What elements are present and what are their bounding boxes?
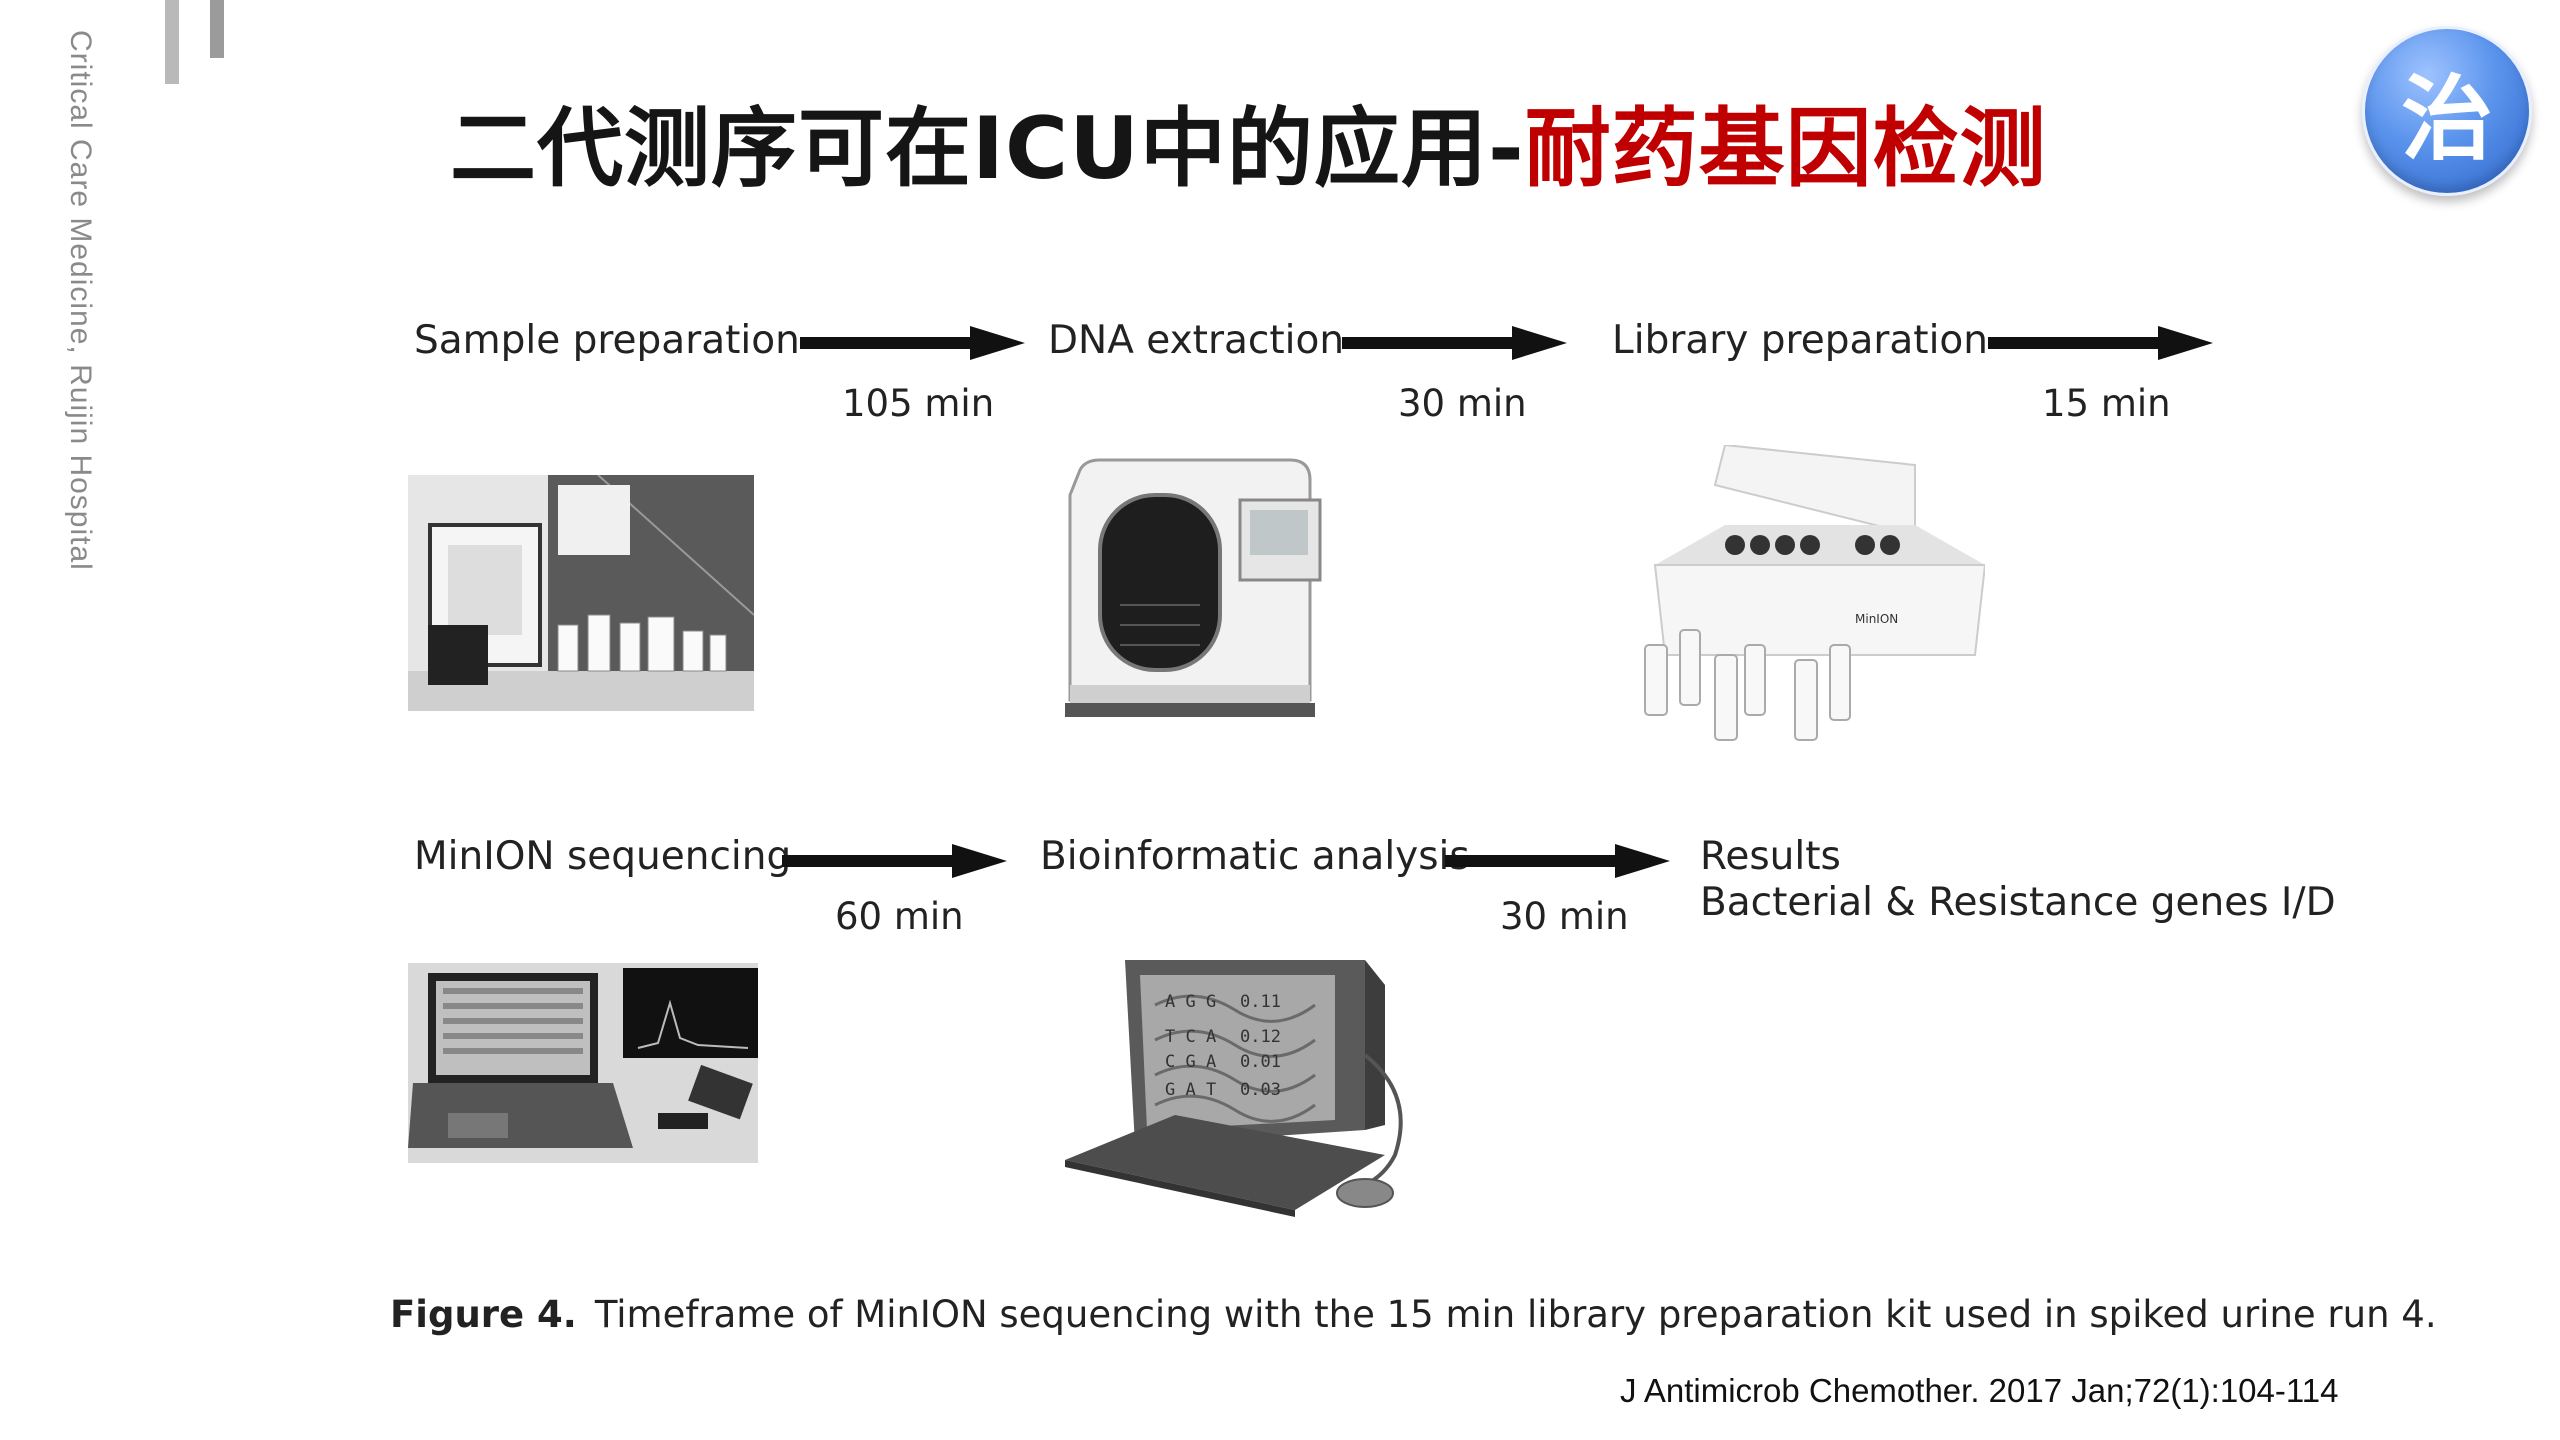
arrow-1 <box>800 326 1025 360</box>
minion-sequencing-photo <box>408 963 758 1163</box>
sidebar-hospital-text: Critical Care Medicine, Ruijin Hospital <box>64 30 97 571</box>
step-label-results: Results <box>1700 834 1841 879</box>
title-highlight: 耐药基因检测 <box>1524 99 2047 199</box>
step-time-1: 105 min <box>842 382 995 425</box>
title-main: 二代测序可在ICU中的应用- <box>450 99 1525 199</box>
decor-bar-left <box>165 0 179 84</box>
figure-label: Figure 4. <box>390 1293 577 1336</box>
step-label-library-preparation: Library preparation <box>1612 318 1988 363</box>
dna-extraction-machine-icon <box>1065 458 1322 717</box>
sample-prep-kit-photo <box>408 475 754 711</box>
bioinformatics-computer-icon: A G G 0.11 T C A 0.12 C G A 0.01 G A T 0… <box>1065 960 1403 1217</box>
citation: J Antimicrob Chemother. 2017 Jan;72(1):1… <box>1620 1372 2339 1409</box>
screen-row-4-val: 0.03 <box>1240 1080 1281 1100</box>
arrow-5 <box>1445 844 1670 878</box>
screen-row-3-val: 0.01 <box>1240 1052 1281 1072</box>
step-label-minion-sequencing: MinION sequencing <box>414 834 792 879</box>
step-time-3: 15 min <box>2042 382 2171 425</box>
screen-row-4-seq: G A T <box>1165 1080 1216 1100</box>
screen-row-1-val: 0.11 <box>1240 992 1281 1012</box>
screen-row-3-seq: C G A <box>1165 1052 1216 1072</box>
arrow-3 <box>1988 326 2213 360</box>
page-title: 二代测序可在ICU中的应用-耐药基因检测 <box>450 78 2047 203</box>
step-label-dna-extraction: DNA extraction <box>1048 318 1345 363</box>
step-time-5: 30 min <box>1500 895 1629 938</box>
arrow-2 <box>1342 326 1567 360</box>
step-label-bioinformatic-analysis: Bioinformatic analysis <box>1040 834 1470 879</box>
kit-brand-label: MinION <box>1855 612 1898 626</box>
screen-row-1-seq: A G G <box>1165 992 1216 1012</box>
screen-row-2-seq: T C A <box>1165 1027 1216 1047</box>
library-prep-kit-box: MinION <box>1644 445 1985 741</box>
step-time-4: 60 min <box>835 895 964 938</box>
step-time-2: 30 min <box>1398 382 1527 425</box>
screen-row-2-val: 0.12 <box>1240 1027 1281 1047</box>
figure-caption: Figure 4. Timeframe of MinION sequencing … <box>390 1293 2437 1336</box>
decor-bar-right <box>210 0 224 58</box>
figure-caption-text: Timeframe of MinION sequencing with the … <box>594 1293 2437 1336</box>
arrow-4 <box>782 844 1007 878</box>
step-label-sample-preparation: Sample preparation <box>414 318 800 363</box>
treatment-badge: 治 <box>2362 26 2532 196</box>
step-sublabel-results: Bacterial & Resistance genes I/D <box>1700 880 2336 925</box>
